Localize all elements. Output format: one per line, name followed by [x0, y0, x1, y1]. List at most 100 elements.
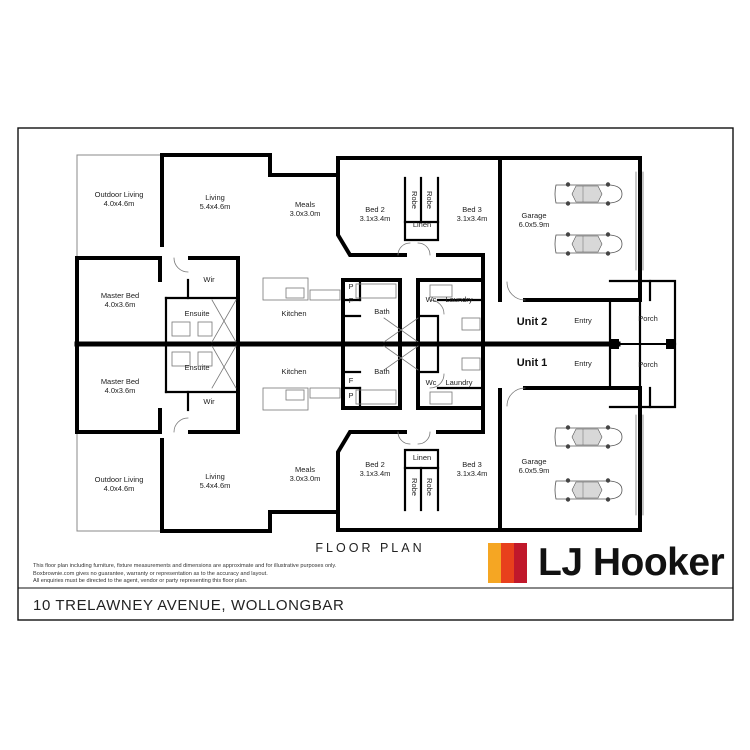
room-name: P — [348, 282, 353, 291]
room-label-robe-b: Robe — [425, 191, 434, 209]
room-name: Robe — [425, 191, 434, 209]
room-name: Laundry — [445, 295, 472, 304]
room-name: Garage — [521, 211, 546, 220]
room-label-kitchen: Kitchen — [281, 367, 306, 376]
room-name: Wir — [203, 397, 215, 406]
room-name: Ensuite — [184, 363, 209, 372]
room-name: Porch — [638, 360, 658, 369]
room-name: Porch — [638, 314, 658, 323]
room-label-ensuite: Ensuite — [184, 309, 209, 318]
room-name: Garage — [521, 457, 546, 466]
room-label-ensuite: Ensuite — [184, 363, 209, 372]
room-name: F — [349, 296, 354, 305]
room-label-entry: Entry — [574, 316, 592, 325]
room-name: Wc — [426, 295, 437, 304]
room-name: Wc — [426, 378, 437, 387]
room-label-laundry: Laundry — [445, 295, 472, 304]
unit-label: Unit 2 — [517, 316, 548, 328]
room-name: Entry — [574, 316, 592, 325]
page-frame — [17, 127, 734, 621]
room-label-pantry: P — [348, 391, 353, 400]
room-name: Meals — [295, 200, 315, 209]
room-label-entry: Entry — [574, 359, 592, 368]
room-name: Master Bed — [101, 377, 139, 386]
room-dimension: 3.1x3.4m — [457, 469, 488, 478]
room-label-robe-a: Robe — [410, 478, 419, 496]
room-name: Outdoor Living — [95, 475, 144, 484]
room-name: Robe — [410, 478, 419, 496]
room-name: Wir — [203, 275, 215, 284]
room-name: Entry — [574, 359, 592, 368]
room-name: Bath — [374, 307, 389, 316]
room-name: Living — [205, 193, 225, 202]
room-dimension: 4.0x4.6m — [104, 199, 135, 208]
room-name: Bath — [374, 367, 389, 376]
room-name: Bed 3 — [462, 460, 482, 469]
room-dimension: 5.4x4.6m — [200, 481, 231, 490]
room-label-linen: Linen — [413, 453, 431, 462]
room-dimension: 4.0x4.6m — [104, 484, 135, 493]
room-name: Laundry — [445, 378, 472, 387]
room-dimension: 3.0x3.0m — [290, 474, 321, 483]
room-name: Kitchen — [281, 309, 306, 318]
room-label-porch: Porch — [638, 360, 658, 369]
property-address: 10 TRELAWNEY AVENUE, WOLLONGBAR — [33, 597, 345, 614]
room-name: Outdoor Living — [95, 190, 144, 199]
room-dimension: 5.4x4.6m — [200, 202, 231, 211]
room-label-fridge: F — [349, 296, 354, 305]
room-label-robe-b: Robe — [425, 478, 434, 496]
room-label-bath: Bath — [374, 367, 389, 376]
disclaimer-line: All enquiries must be directed to the ag… — [33, 578, 248, 585]
room-dimension: 3.0x3.0m — [290, 209, 321, 218]
room-name: Linen — [413, 220, 431, 229]
car-icon — [554, 181, 623, 207]
room-label-kitchen: Kitchen — [281, 309, 306, 318]
room-label-linen: Linen — [413, 220, 431, 229]
room-name: Meals — [295, 465, 315, 474]
room-label-pantry: P — [348, 282, 353, 291]
room-name: Bed 2 — [365, 205, 385, 214]
brand-name: LJ Hooker — [538, 541, 725, 584]
brand-color-bars — [488, 543, 527, 583]
room-dimension: 3.1x3.4m — [457, 214, 488, 223]
brand-bar — [501, 543, 514, 583]
room-label-wc: Wc — [426, 295, 437, 304]
room-label-laundry: Laundry — [445, 378, 472, 387]
room-name: Robe — [425, 478, 434, 496]
room-label-fridge: F — [349, 376, 354, 385]
room-dimension: 6.0x5.9m — [519, 466, 550, 475]
room-label-wir: Wir — [203, 275, 215, 284]
room-name: P — [348, 391, 353, 400]
car-icon — [554, 477, 623, 503]
brand-bar — [488, 543, 501, 583]
room-name: Kitchen — [281, 367, 306, 376]
brand-bar — [514, 543, 527, 583]
room-name: Ensuite — [184, 309, 209, 318]
plan-linework — [74, 153, 677, 533]
room-dimension: 3.1x3.4m — [360, 214, 391, 223]
room-name: Robe — [410, 191, 419, 209]
room-label-wc: Wc — [426, 378, 437, 387]
room-label-robe-a: Robe — [410, 191, 419, 209]
room-dimension: 3.1x3.4m — [360, 469, 391, 478]
plan-title: FLOOR PLAN — [315, 541, 425, 555]
room-name: F — [349, 376, 354, 385]
brand-logo: LJ Hooker — [488, 541, 725, 584]
room-name: Master Bed — [101, 291, 139, 300]
